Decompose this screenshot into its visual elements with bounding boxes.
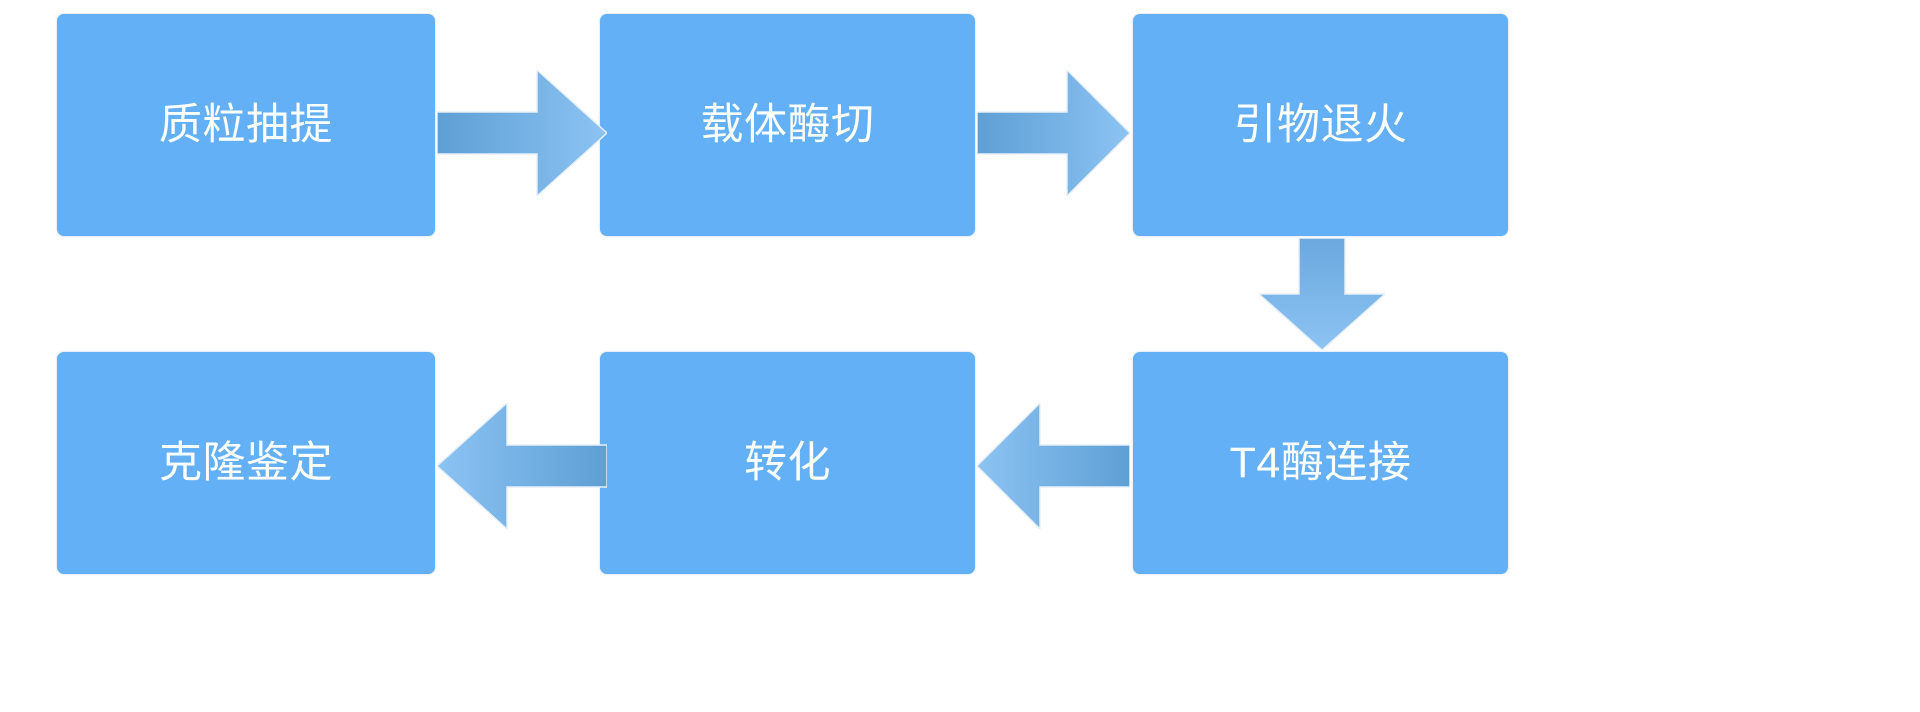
flow-node-label: 载体酶切 bbox=[700, 100, 875, 149]
flow-node-plasmid-extraction[interactable]: 质粒抽提 bbox=[57, 14, 435, 236]
flow-node-label: T4酶连接 bbox=[1229, 438, 1412, 487]
flow-arrow-left-transformation-to-clone bbox=[437, 403, 607, 529]
flow-arrow-left-ligation-to-transformation bbox=[977, 403, 1130, 529]
flow-arrow-right-plasmid-to-vector bbox=[437, 70, 607, 196]
flow-node-primer-annealing[interactable]: 引物退火 bbox=[1133, 14, 1508, 236]
flow-node-transformation[interactable]: 转化 bbox=[600, 352, 975, 574]
flow-node-label: 质粒抽提 bbox=[159, 100, 333, 149]
flow-node-label: 引物退火 bbox=[1233, 100, 1408, 149]
flow-arrow-right-vector-to-primer bbox=[977, 70, 1130, 196]
flow-arrow-down-primer-to-ligation bbox=[1259, 238, 1385, 350]
flow-node-t4-ligation[interactable]: T4酶连接 bbox=[1133, 352, 1508, 574]
flow-node-label: 转化 bbox=[744, 438, 831, 487]
flow-node-vector-digestion[interactable]: 载体酶切 bbox=[600, 14, 975, 236]
flow-node-clone-identification[interactable]: 克隆鉴定 bbox=[57, 352, 435, 574]
flow-node-label: 克隆鉴定 bbox=[159, 438, 333, 487]
